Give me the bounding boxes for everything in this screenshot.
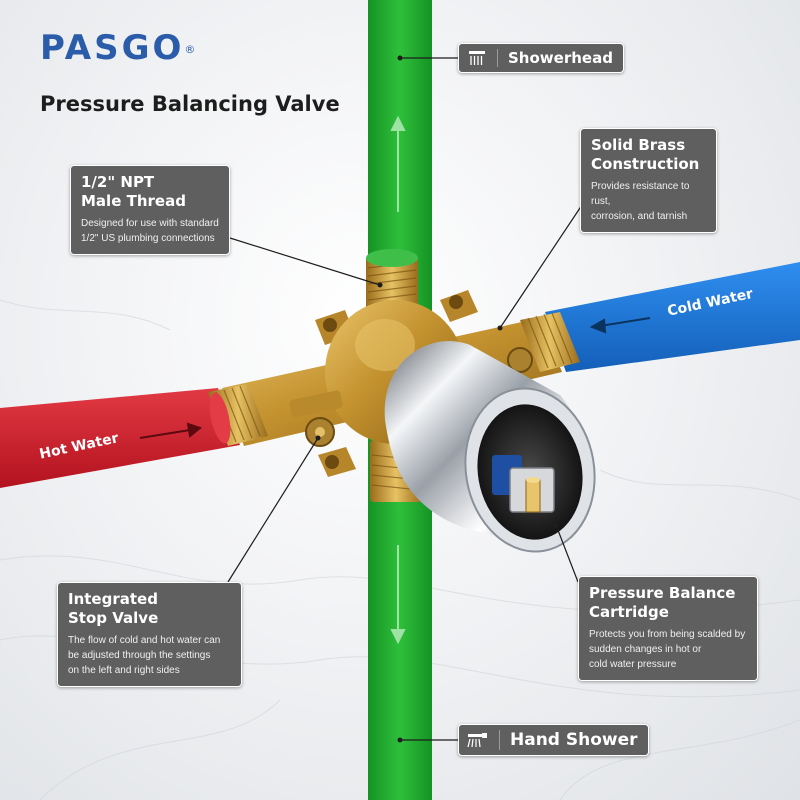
hand-shower-tag: Hand Shower <box>458 724 649 756</box>
showerhead-label: Showerhead <box>508 49 613 67</box>
leader-dot-cartridge <box>553 522 559 528</box>
showerhead-tag: Showerhead <box>458 43 624 73</box>
leader-dot-brass <box>497 325 503 331</box>
callout-stop-valve-description: The flow of cold and hot water can be ad… <box>68 635 221 676</box>
leader-dot-hand-shower <box>397 737 403 743</box>
callout-npt-heading: 1/2" NPT Male Thread <box>81 173 186 210</box>
hand-shower-label: Hand Shower <box>510 730 638 750</box>
leader-stop-valve <box>227 437 319 583</box>
chrome-cartridge-cover <box>384 341 596 553</box>
callout-brass-heading: Solid Brass Construction <box>591 136 700 173</box>
callout-npt-description: Designed for use with standard 1/2" US p… <box>81 218 219 244</box>
cold-water-pipe <box>545 262 800 372</box>
cold-flow-arrow <box>589 317 651 334</box>
flow-down-arrow <box>390 545 406 645</box>
leader-dot-stop-valve <box>315 435 321 441</box>
tag-separator <box>499 730 500 750</box>
logo-text: PASGO <box>40 28 185 68</box>
hot-flow-arrow <box>139 422 203 439</box>
callout-solid-brass: Solid Brass Construction Provides resist… <box>580 128 717 233</box>
leader-brass <box>499 204 583 329</box>
callout-cartridge: Pressure Balance Cartridge Protects you … <box>578 576 758 681</box>
leader-cartridge <box>555 524 579 583</box>
hand-shower-icon <box>467 731 489 749</box>
page-title: Pressure Balancing Valve <box>40 92 340 116</box>
callout-brass-description: Provides resistance to rust, corrosion, … <box>591 181 690 222</box>
callout-stop-valve-heading: Integrated Stop Valve <box>68 590 159 627</box>
callout-cartridge-description: Protects you from being scalded by sudde… <box>589 629 746 670</box>
leader-dot-showerhead <box>397 55 403 61</box>
tag-separator <box>497 49 498 67</box>
leader-npt <box>229 237 381 286</box>
callout-cartridge-heading: Pressure Balance Cartridge <box>589 584 736 621</box>
callout-npt-thread: 1/2" NPT Male Thread Designed for use wi… <box>70 165 230 255</box>
flow-up-arrow <box>390 115 406 212</box>
registered-mark: ® <box>184 43 196 56</box>
brand-logo: PASGO® <box>40 28 195 68</box>
hot-water-pipe <box>0 388 240 488</box>
callout-stop-valve: Integrated Stop Valve The flow of cold a… <box>57 582 242 687</box>
leader-dot-npt <box>377 282 383 288</box>
showerhead-icon <box>467 49 487 67</box>
